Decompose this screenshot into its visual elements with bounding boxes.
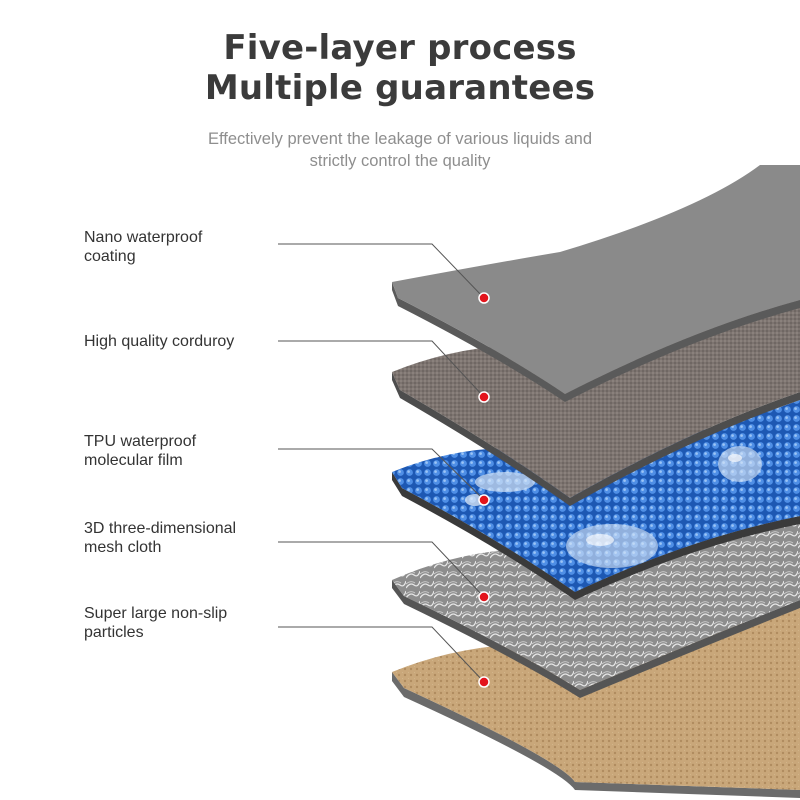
label-tpu-film-line-1: TPU waterproof xyxy=(84,433,197,450)
label-corduroy-line-1: High quality corduroy xyxy=(84,333,235,350)
leader-line-2 xyxy=(278,340,485,398)
title-line-2: Multiple guarantees xyxy=(204,68,596,108)
leader-line-5 xyxy=(278,626,485,683)
label-nano-coating-line-2: coating xyxy=(84,248,136,265)
leader-line-1 xyxy=(278,243,485,299)
subtitle: Effectively prevent the leakage of vario… xyxy=(0,128,800,172)
marker-dot-2 xyxy=(478,391,490,403)
label-3d-mesh: 3D three-dimensional mesh cloth xyxy=(84,519,284,557)
marker-dot-1 xyxy=(478,292,490,304)
label-3d-mesh-line-2: mesh cloth xyxy=(84,539,162,556)
label-3d-mesh-line-1: 3D three-dimensional xyxy=(84,520,237,537)
header: Five-layer process Multiple guarantees xyxy=(0,28,800,108)
subtitle-line-1: Effectively prevent the leakage of vario… xyxy=(207,130,592,148)
label-nano-coating-line-1: Nano waterproof xyxy=(84,229,203,246)
leader-lines xyxy=(278,243,485,683)
subtitle-line-2: strictly control the quality xyxy=(309,152,491,170)
title-line-1: Five-layer process xyxy=(223,28,577,68)
label-nonslip: Super large non-slip particles xyxy=(84,604,284,642)
leader-line-3 xyxy=(278,448,485,501)
leader-line-4 xyxy=(278,541,485,598)
marker-dot-4 xyxy=(478,591,490,603)
marker-dot-5 xyxy=(478,676,490,688)
marker-dots xyxy=(478,292,490,688)
label-tpu-film: TPU waterproof molecular film xyxy=(84,432,284,470)
marker-dot-3 xyxy=(478,494,490,506)
label-nonslip-line-1: Super large non-slip xyxy=(84,605,228,622)
label-nonslip-line-2: particles xyxy=(84,624,144,641)
label-nano-coating: Nano waterproof coating xyxy=(84,228,284,266)
layer-nano-coating xyxy=(392,165,800,402)
label-tpu-film-line-2: molecular film xyxy=(84,452,183,469)
layer-nonslip-particles xyxy=(392,608,800,798)
label-corduroy: High quality corduroy xyxy=(84,332,284,351)
